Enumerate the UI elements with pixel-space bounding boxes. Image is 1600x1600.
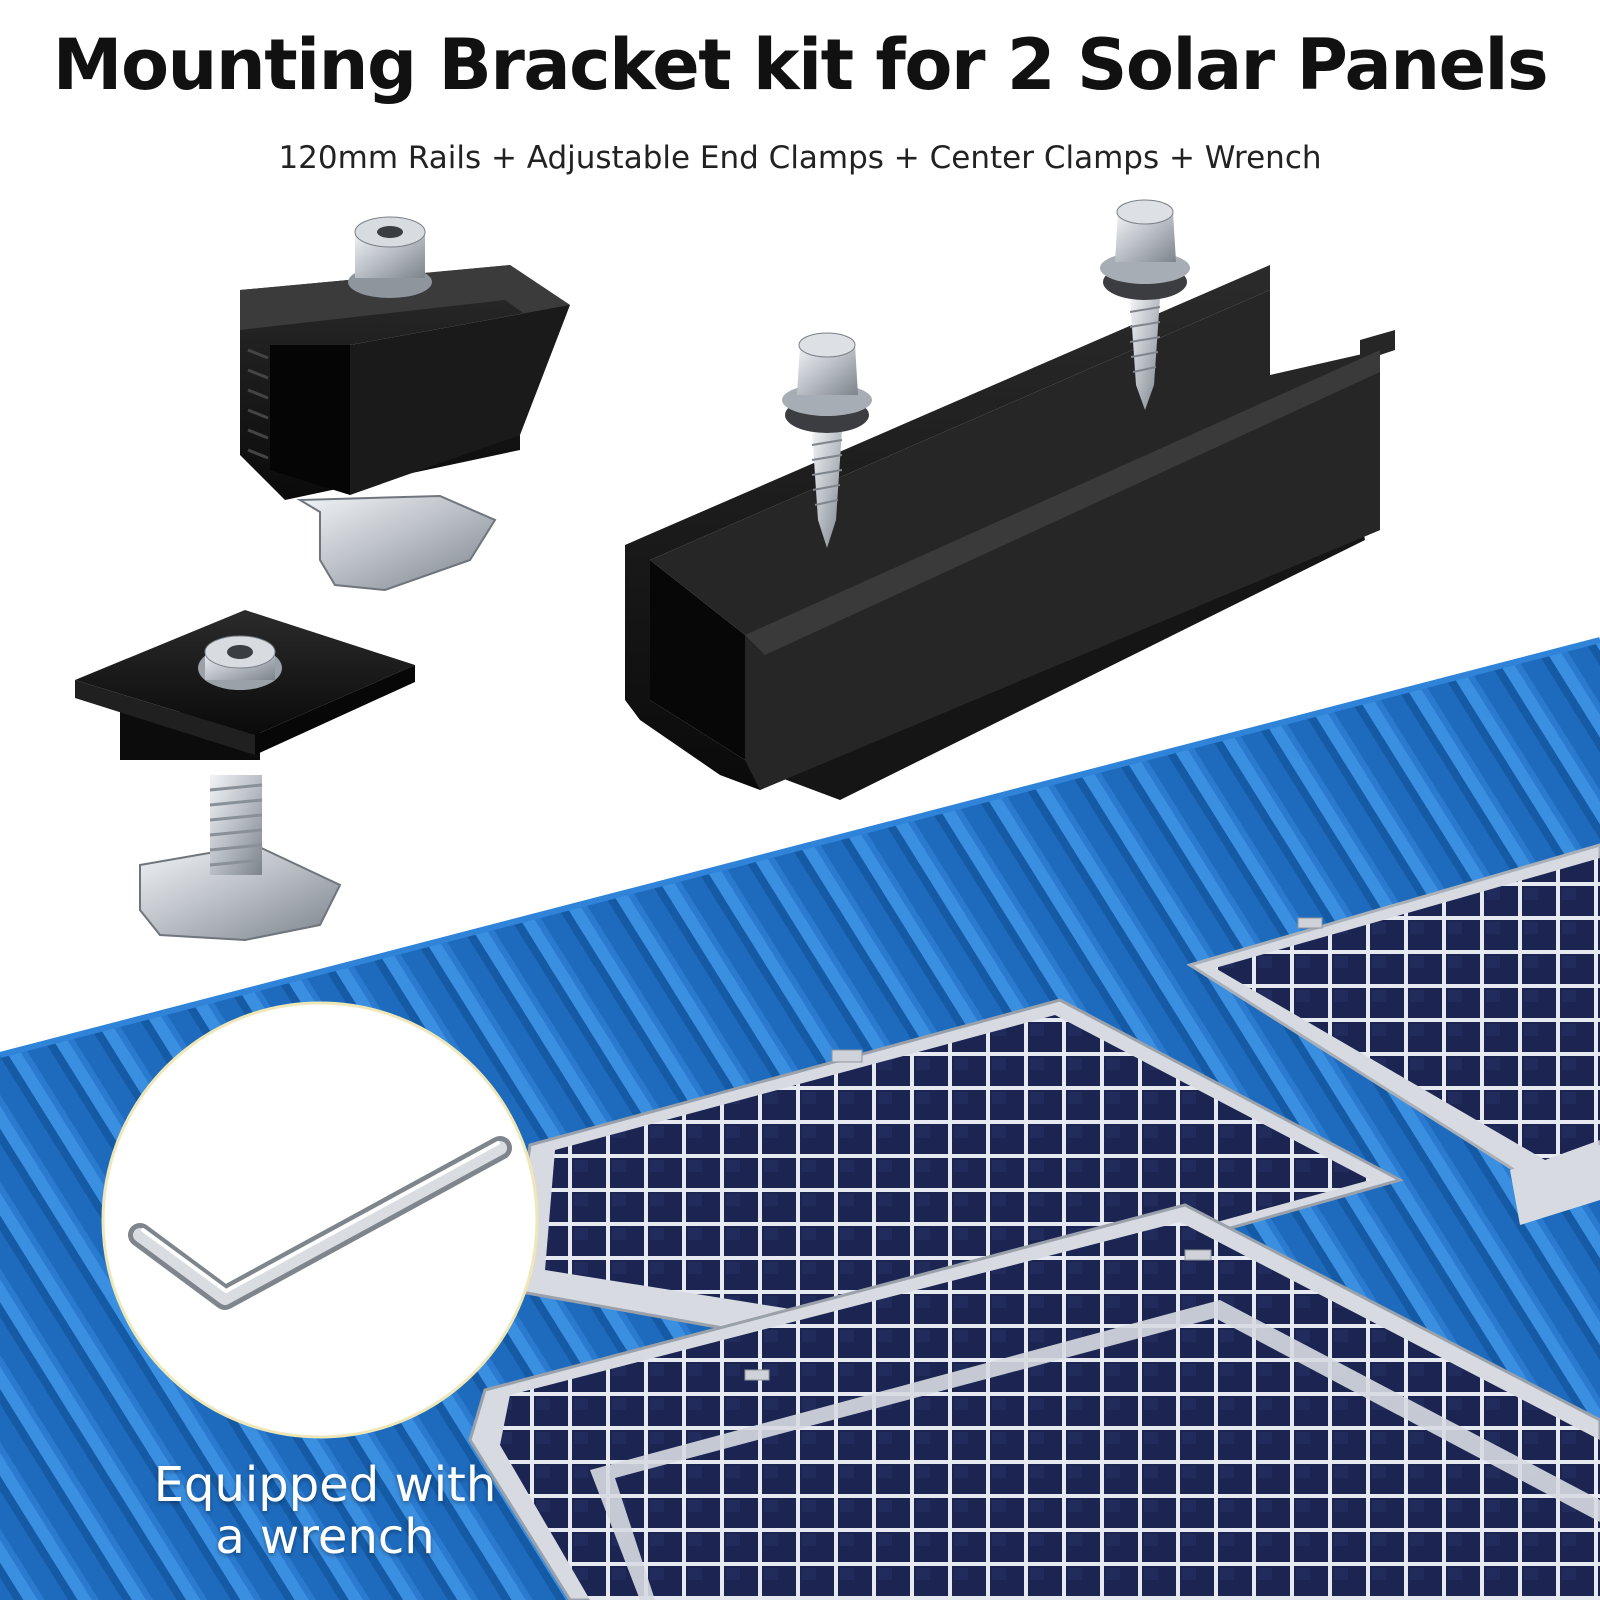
page-title: Mounting Bracket kit for 2 Solar Panels bbox=[52, 24, 1549, 106]
solar-panel-front bbox=[468, 1203, 1600, 1600]
center-clamp bbox=[75, 610, 415, 942]
wrench-caption: Equipped with a wrench bbox=[110, 1457, 540, 1565]
end-clamp bbox=[240, 216, 570, 592]
self-drilling-screw-right bbox=[1100, 199, 1190, 410]
solar-panels bbox=[468, 842, 1600, 1600]
wrench-caption-line-2: a wrench bbox=[215, 1508, 435, 1565]
mounting-rail bbox=[625, 265, 1395, 800]
page-subtitle: 120mm Rails + Adjustable End Clamps + Ce… bbox=[278, 140, 1322, 176]
self-drilling-screw-left bbox=[782, 332, 872, 548]
wrench-caption-line-1: Equipped with bbox=[153, 1457, 497, 1513]
wrench-callout bbox=[101, 1001, 539, 1439]
hex-wrench-icon bbox=[128, 1136, 512, 1310]
solar-panel-back bbox=[1186, 842, 1600, 1225]
